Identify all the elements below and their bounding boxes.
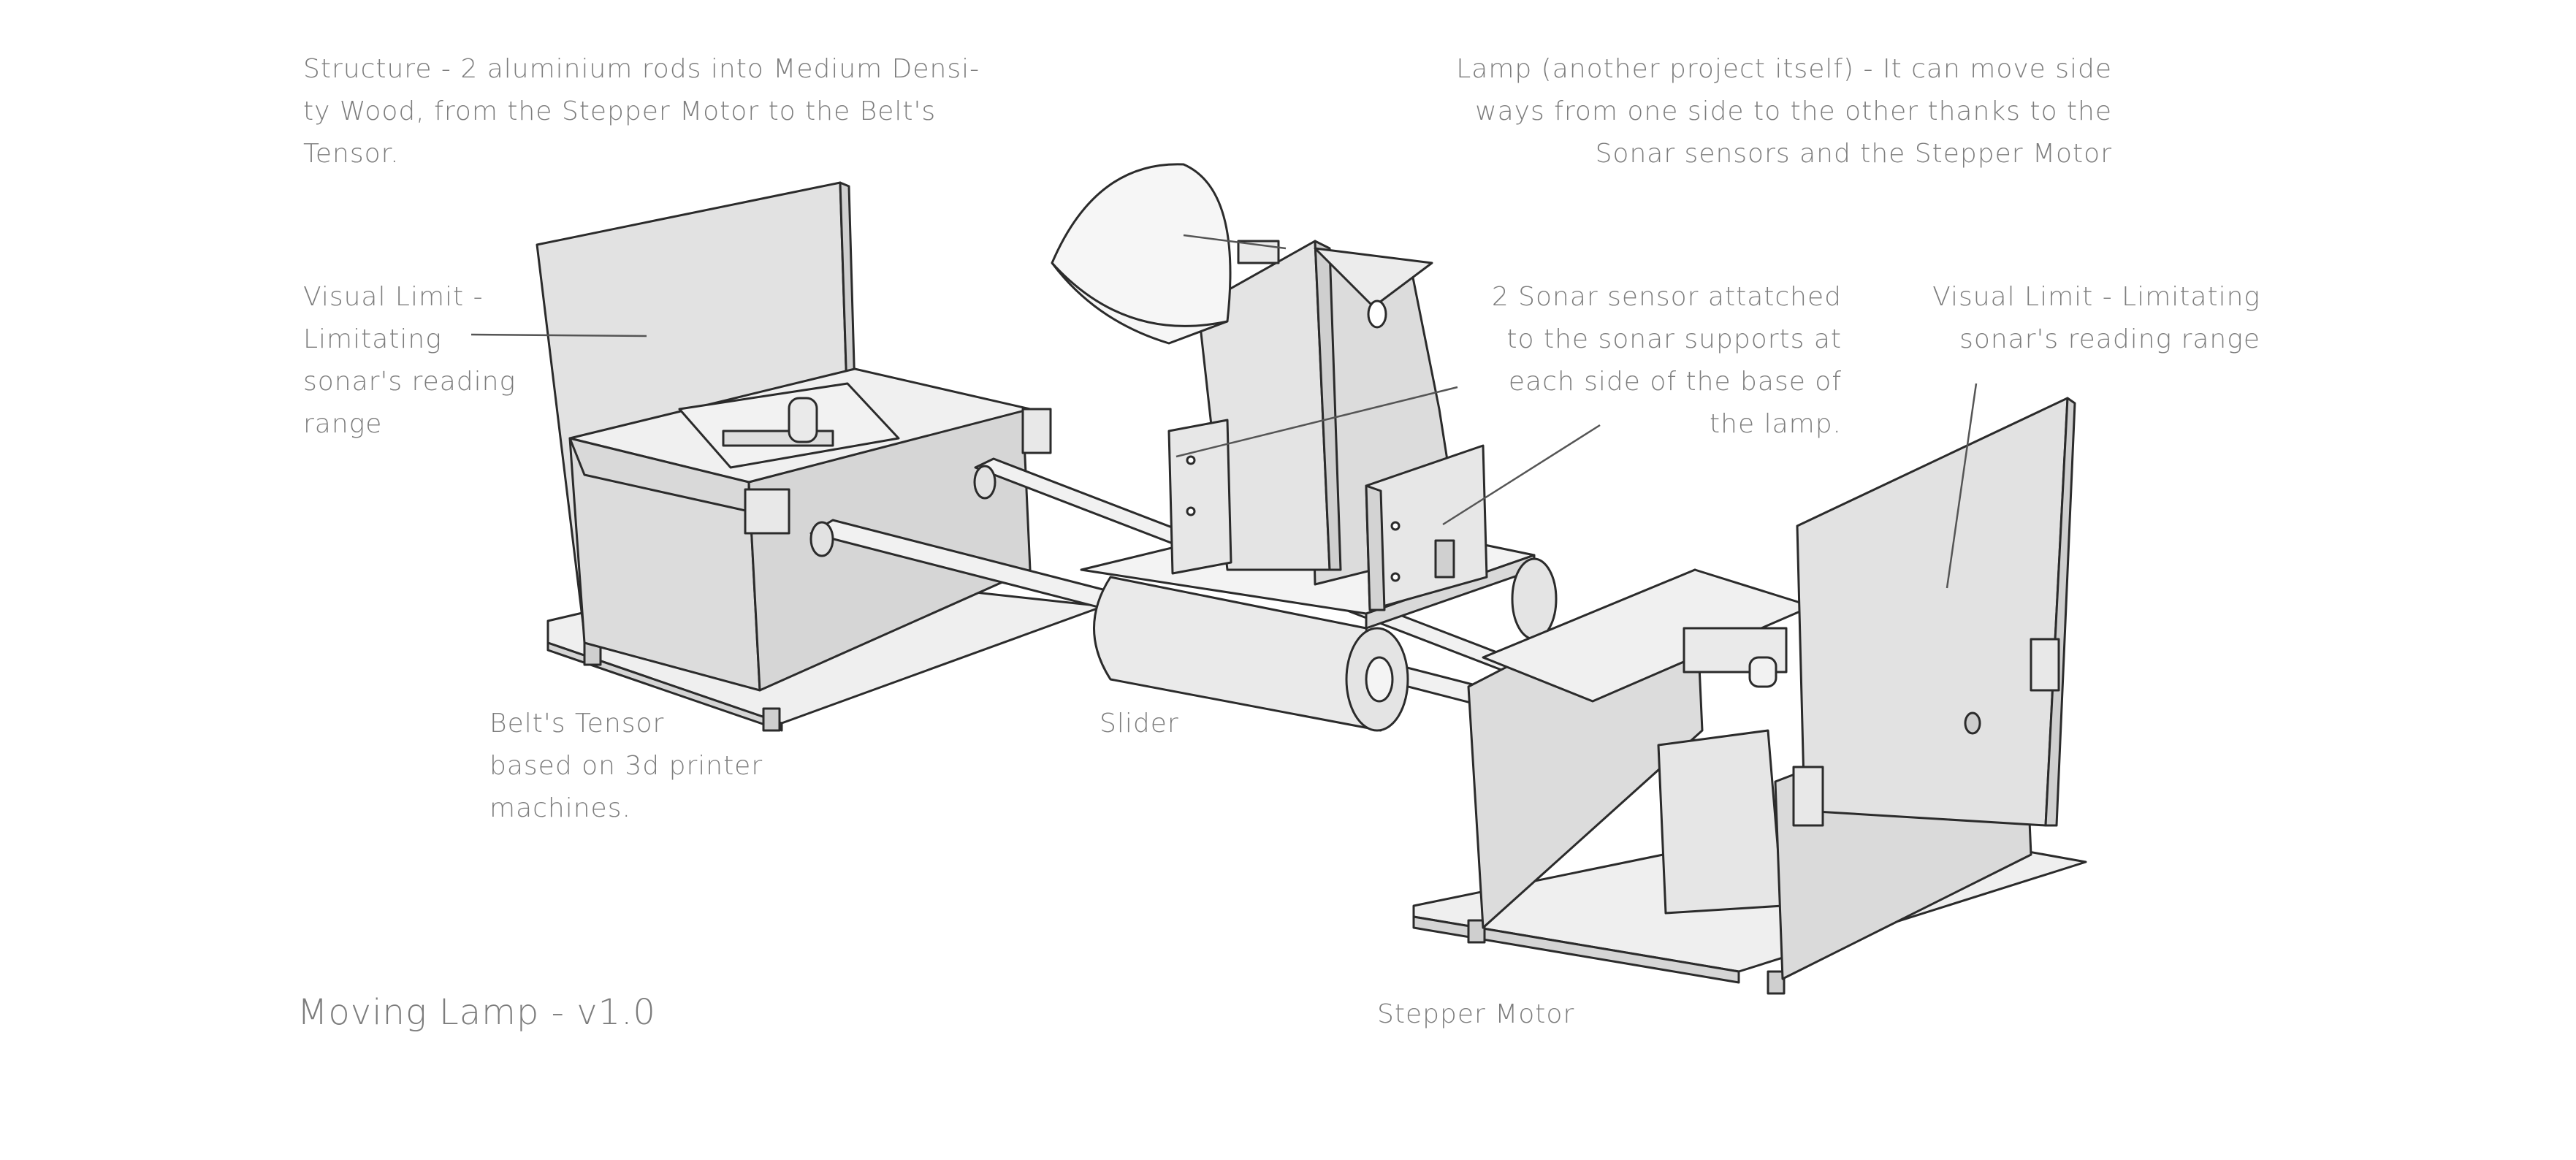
leader-visual-limit-left — [470, 333, 647, 337]
leader-lines — [470, 234, 1978, 589]
sonar-annotation: 2 Sonar sensor attatched to the sonar su… — [1492, 276, 1842, 446]
structure-annotation: Structure - 2 aluminium rods into Medium… — [303, 48, 980, 175]
belt-tensor-line-2: based on 3d printer — [489, 751, 763, 781]
leader-sonar-left — [1175, 386, 1458, 458]
stepper-motor-module — [1412, 397, 2087, 995]
diagram-title: Moving Lamp - v1.0 — [297, 992, 656, 1033]
sonar-supports — [1167, 419, 1488, 611]
right-visual-limit-panel — [1796, 397, 2069, 827]
visual-limit-left-line-3: sonar's reading — [303, 367, 517, 397]
right-motor-box — [1657, 729, 1784, 915]
visual-limit-right-annotation: Visual Limit - Limitating sonar's readin… — [1932, 276, 2260, 361]
visual-limit-left-line-1: Visual Limit - — [303, 282, 484, 312]
visual-limit-right-line-2: sonar's reading range — [1959, 324, 2260, 354]
sonar-line-2: to the sonar supports at — [1506, 324, 1842, 354]
structure-line-2: ty Wood, from the Stepper Motor to the B… — [303, 96, 937, 126]
sonar-line-4: the lamp. — [1710, 409, 1842, 439]
visual-limit-left-line-4: range — [303, 409, 383, 439]
belt-tensor-module — [536, 181, 1105, 732]
sonar-line-1: 2 Sonar sensor attatched — [1491, 282, 1842, 312]
structure-line-1: Structure - 2 aluminium rods into Medium… — [303, 54, 980, 84]
structure-line-3: Tensor. — [303, 139, 400, 169]
lamp-line-1: Lamp (another project itself) - It can m… — [1456, 54, 2112, 84]
lamp-line-2: ways from one side to the other thanks t… — [1475, 96, 2112, 126]
lamp-assembly — [1051, 163, 1463, 586]
visual-limit-right-line-1: Visual Limit - Limitating — [1932, 282, 2260, 312]
leader-lamp — [1183, 234, 1287, 250]
visual-limit-left-annotation: Visual Limit - Limitating sonar's readin… — [303, 276, 516, 446]
lamp-line-3: Sonar sensors and the Stepper Motor — [1595, 139, 2112, 169]
visual-limit-left-line-2: Limitating — [303, 324, 442, 354]
lamp-shade — [1051, 163, 1232, 345]
leader-visual-limit-right — [1946, 383, 1978, 589]
sonar-line-3: each side of the base of — [1508, 367, 1842, 397]
belt-tensor-annotation: Belt's Tensor based on 3d printer machin… — [489, 703, 763, 830]
stepper-motor-label: Stepper Motor — [1377, 999, 1575, 1029]
slider-cylinder — [1093, 576, 1382, 732]
lamp-annotation: Lamp (another project itself) - It can m… — [1456, 48, 2112, 175]
belt-tensor-line-1: Belt's Tensor — [489, 709, 665, 739]
sonar-support-left — [1167, 419, 1232, 575]
leader-sonar-right — [1442, 424, 1601, 526]
belt-tensor-line-3: machines. — [489, 793, 631, 823]
slider-label: Slider — [1100, 709, 1179, 739]
